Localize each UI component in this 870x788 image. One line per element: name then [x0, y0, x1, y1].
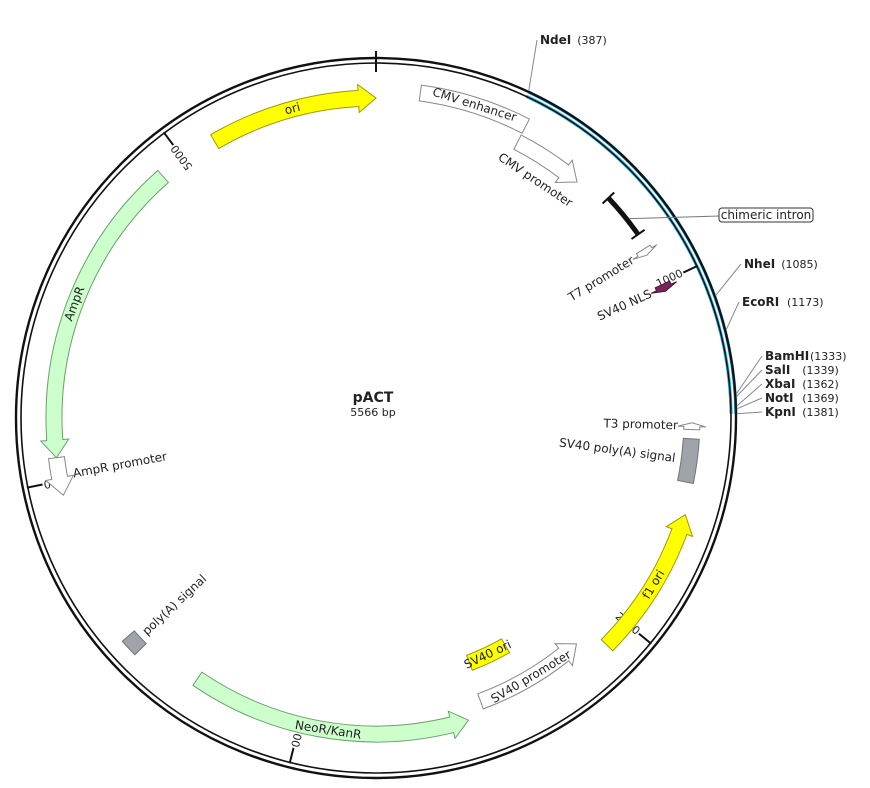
site-pos-sali: (1339)	[802, 364, 839, 377]
restriction-site-layer: NdeI (387) NheI (1085) EcoRI (1173) BamHI(1333…	[528, 33, 847, 419]
site-pos-noti: (1369)	[802, 392, 839, 405]
neor-kanr-feature	[192, 671, 470, 743]
site-name-noti: NotI	[765, 391, 794, 405]
ampr-promoter-label: AmpR promoter	[72, 449, 168, 480]
chimeric-intron-leader	[628, 215, 721, 220]
cmv-promoter-feature	[513, 134, 578, 183]
sv40-nls-feature	[650, 280, 677, 294]
site-name-bamhi: BamHI	[765, 349, 809, 363]
tick-mark	[162, 131, 175, 146]
cmv-enhancer-feature	[418, 84, 531, 134]
sv40-nls-label: SV40 NLS	[595, 287, 654, 324]
plasmid-name: pACT	[353, 390, 394, 406]
insert-highlight-gap	[526, 93, 735, 414]
tick-mark	[638, 632, 652, 645]
site-leader-sali	[736, 369, 763, 397]
chimeric-intron-end-cap	[601, 191, 615, 205]
tick-mark	[288, 747, 295, 764]
site-leader-xbai	[736, 383, 763, 407]
sv40-polya-feature	[677, 437, 700, 485]
tick-mark	[26, 483, 43, 489]
backbone-layer	[14, 51, 738, 780]
site-pos-xbai: (1362)	[802, 378, 839, 391]
site-leader-ndei	[528, 39, 538, 91]
insert-highlight-layer	[525, 90, 738, 414]
site-name-ndei: NdeI	[540, 33, 571, 47]
sv40-promoter-feature	[477, 643, 578, 710]
site-pos-bamhi: (1333)	[810, 350, 847, 363]
t3-promoter-label: T3 promoter	[602, 416, 678, 432]
ori-label: ori	[283, 100, 302, 118]
site-leader-ecori	[725, 301, 740, 331]
site-pos-nhei: (1085)	[781, 258, 818, 271]
site-leader-kpni	[736, 411, 763, 415]
chimeric-intron-label-box	[718, 207, 814, 223]
sv40-polya-label: SV40 poly(A) signal	[558, 435, 676, 465]
tick-label: 5000	[168, 142, 195, 172]
f1-ori-feature	[600, 513, 694, 652]
site-name-nhei: NheI	[744, 257, 775, 271]
chimeric-intron-end-cap	[630, 228, 646, 240]
site-leader-nhei	[715, 263, 742, 296]
site-pos-ecori: (1173)	[787, 296, 824, 309]
site-pos-kpni: (1381)	[802, 406, 839, 419]
site-name-kpni: KpnI	[765, 405, 796, 419]
site-leader-bamhi	[735, 355, 763, 395]
polya-signal-feature	[121, 630, 147, 656]
ampr-feature	[39, 169, 170, 459]
site-pos-ndei: (387)	[577, 34, 607, 47]
plasmid-length: 5566 bp	[350, 406, 395, 419]
tick-mark	[682, 264, 699, 274]
polya-signal-label: poly(A) signal	[139, 572, 209, 638]
insert-highlight-band	[525, 90, 738, 414]
sv40-ori-feature	[465, 638, 511, 671]
site-name-xbai: XbaI	[765, 377, 795, 391]
t7-promoter-feature	[632, 244, 658, 260]
t3-promoter-feature	[677, 422, 707, 431]
ampr-promoter-feature	[44, 456, 75, 496]
site-leader-noti	[736, 397, 763, 410]
site-name-ecori: EcoRI	[742, 295, 779, 309]
site-name-sali: SalI	[765, 363, 790, 377]
chimeric-intron-label: chimeric intron	[721, 208, 812, 222]
ori-feature	[209, 83, 377, 150]
chimeric-intron-feature	[606, 196, 641, 236]
